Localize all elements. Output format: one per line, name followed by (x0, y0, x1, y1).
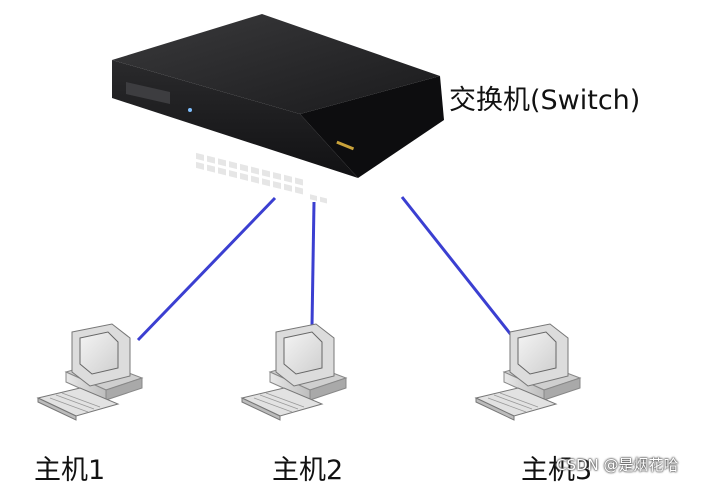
watermark: CSDN @是烟花哈 (556, 456, 679, 474)
switch-front-panel (112, 60, 358, 178)
host-computer-2 (240, 323, 348, 421)
host-computer-1 (36, 323, 144, 421)
host-2-label: 主机2 (272, 455, 344, 486)
host-3-label: 主机3 (521, 455, 593, 486)
host-1-label: 主机1 (34, 455, 106, 486)
switch-device (112, 14, 444, 204)
switch-side-panel (300, 76, 444, 178)
host-computer-3 (474, 323, 582, 421)
link-host2 (310, 201, 316, 327)
switch-power-led (188, 108, 192, 112)
switch-led-panel (126, 82, 170, 104)
switch-top (112, 14, 440, 114)
link-host1 (136, 196, 277, 342)
switch-ports (196, 152, 327, 204)
link-host3 (400, 196, 514, 337)
switch-brand-mark (336, 140, 355, 151)
switch-label: 交换机(Switch) (449, 85, 641, 116)
